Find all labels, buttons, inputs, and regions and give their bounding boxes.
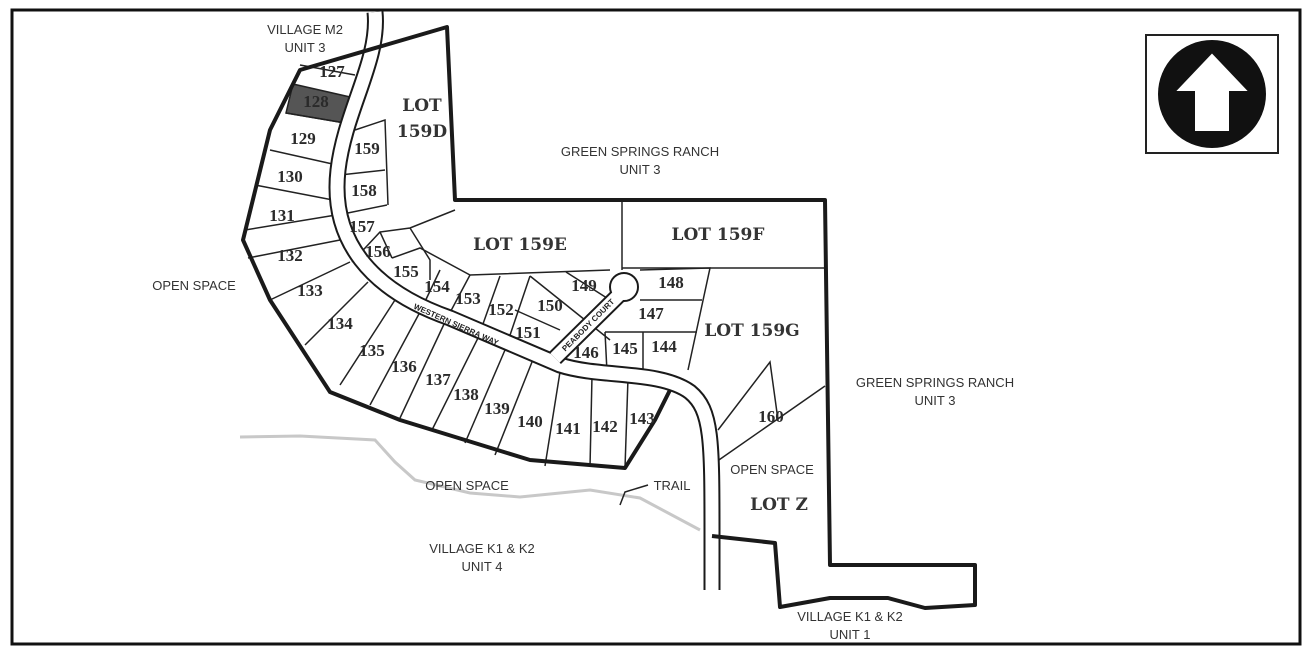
village-k-unit1-label: VILLAGE K1 & K2: [797, 609, 903, 624]
lot-151[interactable]: 151: [515, 323, 541, 342]
village-k-unit1-unit-label: UNIT 1: [830, 627, 871, 642]
lot-labels: 127 128 129 130 131 132 133 134 135 136 …: [269, 62, 784, 438]
open-space-south-label: OPEN SPACE: [425, 478, 509, 493]
lot-159d-line2[interactable]: 159D: [397, 122, 447, 142]
lot-127[interactable]: 127: [319, 62, 345, 81]
lot-158[interactable]: 158: [351, 181, 377, 200]
green-springs-east-label: GREEN SPRINGS RANCH: [856, 375, 1014, 390]
lot-145[interactable]: 145: [612, 339, 638, 358]
lot-159f[interactable]: LOT 159F: [672, 225, 765, 245]
lot-159[interactable]: 159: [354, 139, 380, 158]
village-k-unit4-unit-label: UNIT 4: [462, 559, 503, 574]
lot-132[interactable]: 132: [277, 246, 303, 265]
lot-lines: [244, 64, 826, 469]
lot-135[interactable]: 135: [359, 341, 385, 360]
lot-149[interactable]: 149: [571, 276, 597, 295]
lot-157[interactable]: 157: [349, 217, 375, 236]
lot-133[interactable]: 133: [297, 281, 323, 300]
trail-leader: [619, 484, 649, 506]
green-springs-east-unit-label: UNIT 3: [915, 393, 956, 408]
lot-147[interactable]: 147: [638, 304, 664, 323]
lot-128[interactable]: 128: [303, 92, 329, 111]
trail-line: [239, 434, 701, 532]
lot-139[interactable]: 139: [484, 399, 510, 418]
village-k-unit4-label: VILLAGE K1 & K2: [429, 541, 535, 556]
lot-153[interactable]: 153: [455, 289, 481, 308]
lot-130[interactable]: 130: [277, 167, 303, 186]
open-space-z-label: OPEN SPACE: [730, 462, 814, 477]
green-springs-north-unit-label: UNIT 3: [620, 162, 661, 177]
area-labels: VILLAGE M2 UNIT 3 GREEN SPRINGS RANCH UN…: [152, 22, 1014, 642]
subdivision-boundary: [241, 25, 977, 610]
lot-155[interactable]: 155: [393, 262, 419, 281]
lot-136[interactable]: 136: [391, 357, 417, 376]
north-arrow-icon: [1145, 34, 1279, 154]
lot-156[interactable]: 156: [365, 242, 391, 261]
lot-142[interactable]: 142: [592, 417, 618, 436]
map-frame: [10, 8, 1302, 646]
village-m2-label: VILLAGE M2: [267, 22, 343, 37]
lot-140[interactable]: 140: [517, 412, 543, 431]
lot-134[interactable]: 134: [327, 314, 353, 333]
lot-138[interactable]: 138: [453, 385, 479, 404]
lot-150[interactable]: 150: [537, 296, 563, 315]
lot-159g[interactable]: LOT 159G: [704, 321, 799, 341]
lot-143[interactable]: 143: [629, 409, 655, 428]
lot-154[interactable]: 154: [424, 277, 450, 296]
village-m2-unit-label: UNIT 3: [285, 40, 326, 55]
lot-141[interactable]: 141: [555, 419, 581, 438]
lot-148[interactable]: 148: [658, 273, 684, 292]
lot-146[interactable]: 146: [573, 343, 599, 362]
trail-label: TRAIL: [654, 478, 691, 493]
lot-159d-line1[interactable]: LOT: [402, 96, 442, 116]
lot-144[interactable]: 144: [651, 337, 677, 356]
green-springs-north-label: GREEN SPRINGS RANCH: [561, 144, 719, 159]
western-sierra-way-road: [328, 11, 721, 590]
lot-160[interactable]: 160: [758, 407, 784, 426]
lot-131[interactable]: 131: [269, 206, 295, 225]
lot-129[interactable]: 129: [290, 129, 316, 148]
lot-137[interactable]: 137: [425, 370, 451, 389]
lot-152[interactable]: 152: [488, 300, 514, 319]
large-lot-labels: LOT 159D LOT 159E LOT 159F LOT 159G LOT …: [397, 96, 808, 515]
peabody-court-road: [549, 272, 639, 365]
lot-z[interactable]: LOT Z: [750, 495, 808, 515]
open-space-west-label: OPEN SPACE: [152, 278, 236, 293]
lot-159e[interactable]: LOT 159E: [473, 235, 567, 255]
